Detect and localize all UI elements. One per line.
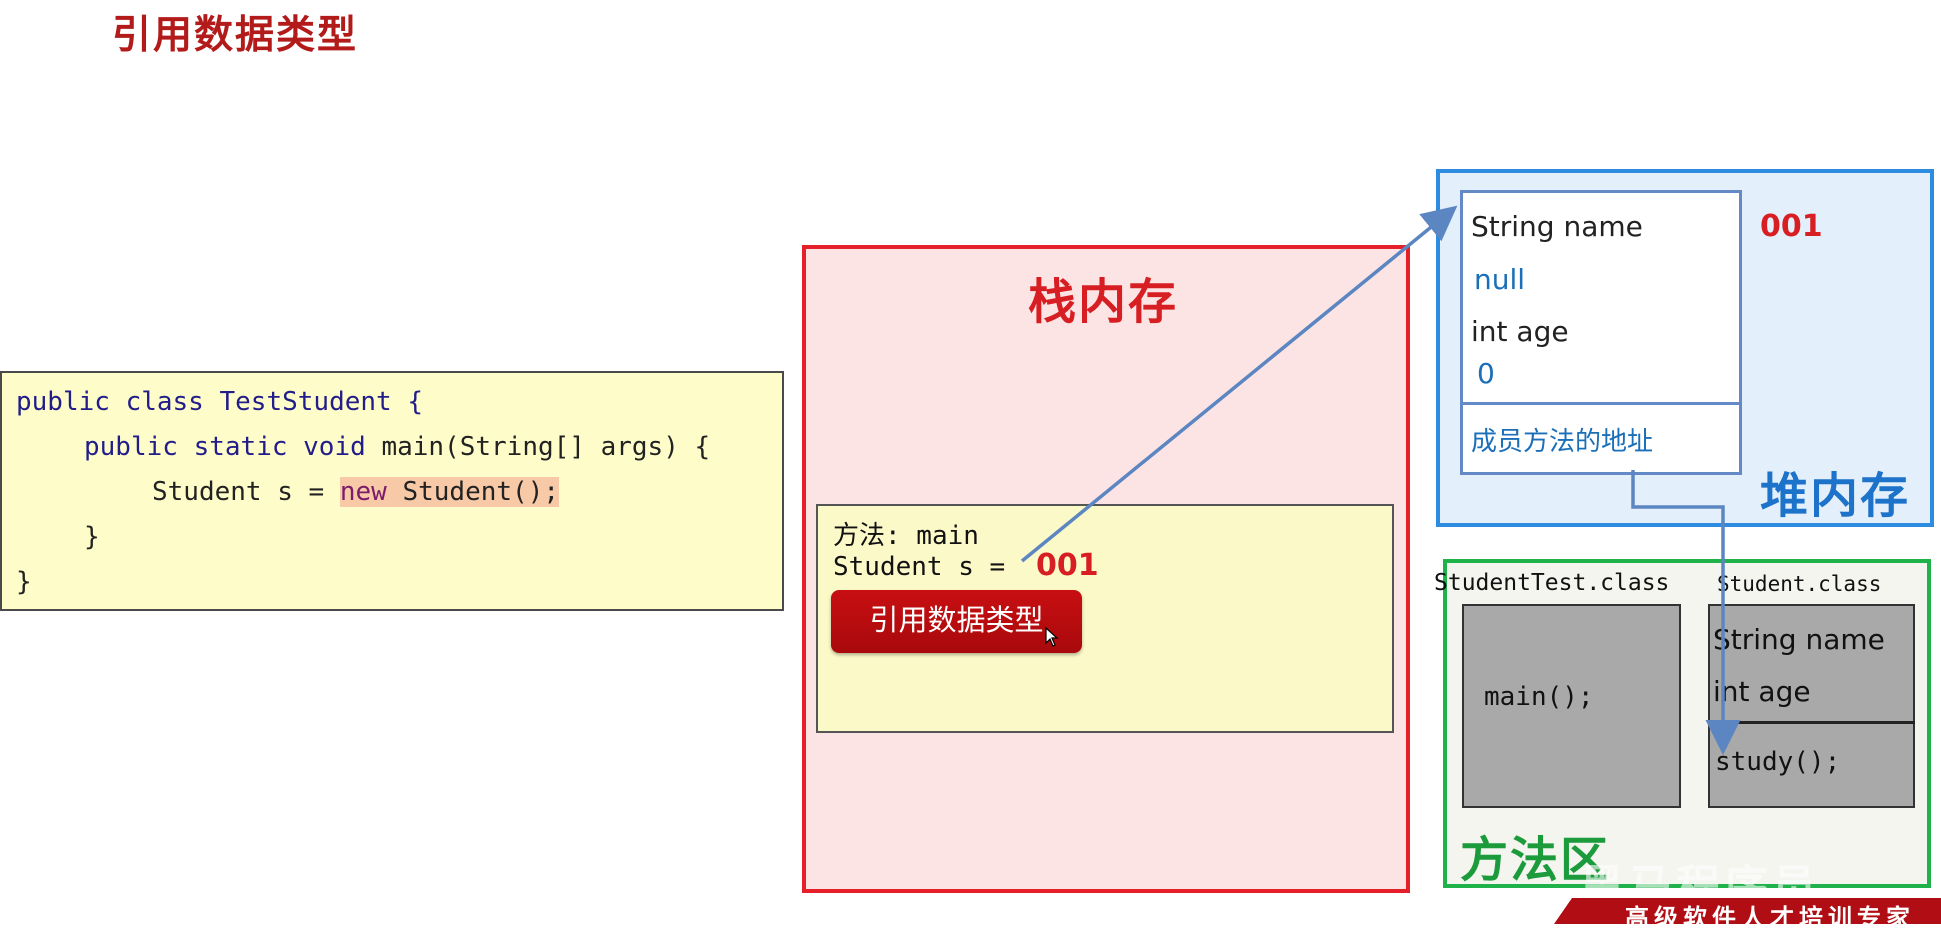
class-field-age: int age [1713, 675, 1811, 708]
studenttest-class-label: StudentTest.class [1434, 570, 1670, 596]
stack-memory-label: 栈内存 [1028, 274, 1179, 330]
class-field-name: String name [1713, 623, 1885, 656]
student-class-label: Student.class [1717, 572, 1882, 596]
code-line-1: public class TestStudent { [16, 387, 423, 417]
code-line-2: public static void main(String[] args) { [84, 432, 710, 462]
mouse-cursor-icon [1045, 627, 1059, 647]
code-kw-static: static [193, 432, 288, 462]
code-kw-void: void [303, 432, 366, 462]
frame-reference-address: 001 [1036, 548, 1099, 583]
heap-memory-label: 堆内存 [1760, 468, 1911, 524]
student-class-divider [1708, 721, 1915, 724]
student-class-block [1708, 604, 1915, 808]
stack-to-heap-arrow [1020, 205, 1458, 563]
code-class-decl: public class TestStudent { [16, 387, 423, 417]
code-close-brace-class: } [16, 567, 32, 597]
footer-band [1554, 898, 1941, 924]
code-close-brace-method: } [84, 522, 100, 552]
frame-method-label: 方法: main [833, 521, 979, 551]
code-student-var: Student s = [152, 477, 340, 507]
heap-object-divider [1460, 402, 1742, 405]
heap-to-method-area-arrow [1631, 470, 1741, 755]
heap-object-address: 001 [1760, 209, 1823, 244]
reference-type-button[interactable]: 引用数据类型 [831, 590, 1082, 653]
studenttest-class-block [1462, 604, 1681, 808]
code-line-5: } [16, 567, 32, 597]
heap-field-age-label: int age [1471, 315, 1569, 348]
code-constructor-call: Student(); [386, 477, 559, 507]
footer-slogan: 高级软件人才培训专家 [1625, 904, 1915, 932]
heap-field-name-value: null [1474, 263, 1526, 296]
frame-variable-label: Student s = [833, 552, 1006, 582]
code-kw-new: new [339, 477, 387, 507]
code-line-3: Student s = new Student(); [152, 477, 559, 507]
code-main-signature: main(String[] args) { [381, 432, 711, 462]
heap-method-address-label: 成员方法的地址 [1471, 427, 1654, 457]
code-kw-public: public [84, 432, 178, 462]
heap-object [1460, 190, 1742, 475]
heap-field-name-label: String name [1471, 210, 1643, 243]
main-method-label: main(); [1484, 682, 1594, 712]
slide-title: 引用数据类型 [112, 13, 359, 58]
heap-field-age-value: 0 [1477, 357, 1495, 390]
code-line-4: } [84, 522, 100, 552]
method-area-label: 方法区 [1460, 832, 1611, 888]
code-box: public class TestStudent { public static… [0, 371, 784, 611]
